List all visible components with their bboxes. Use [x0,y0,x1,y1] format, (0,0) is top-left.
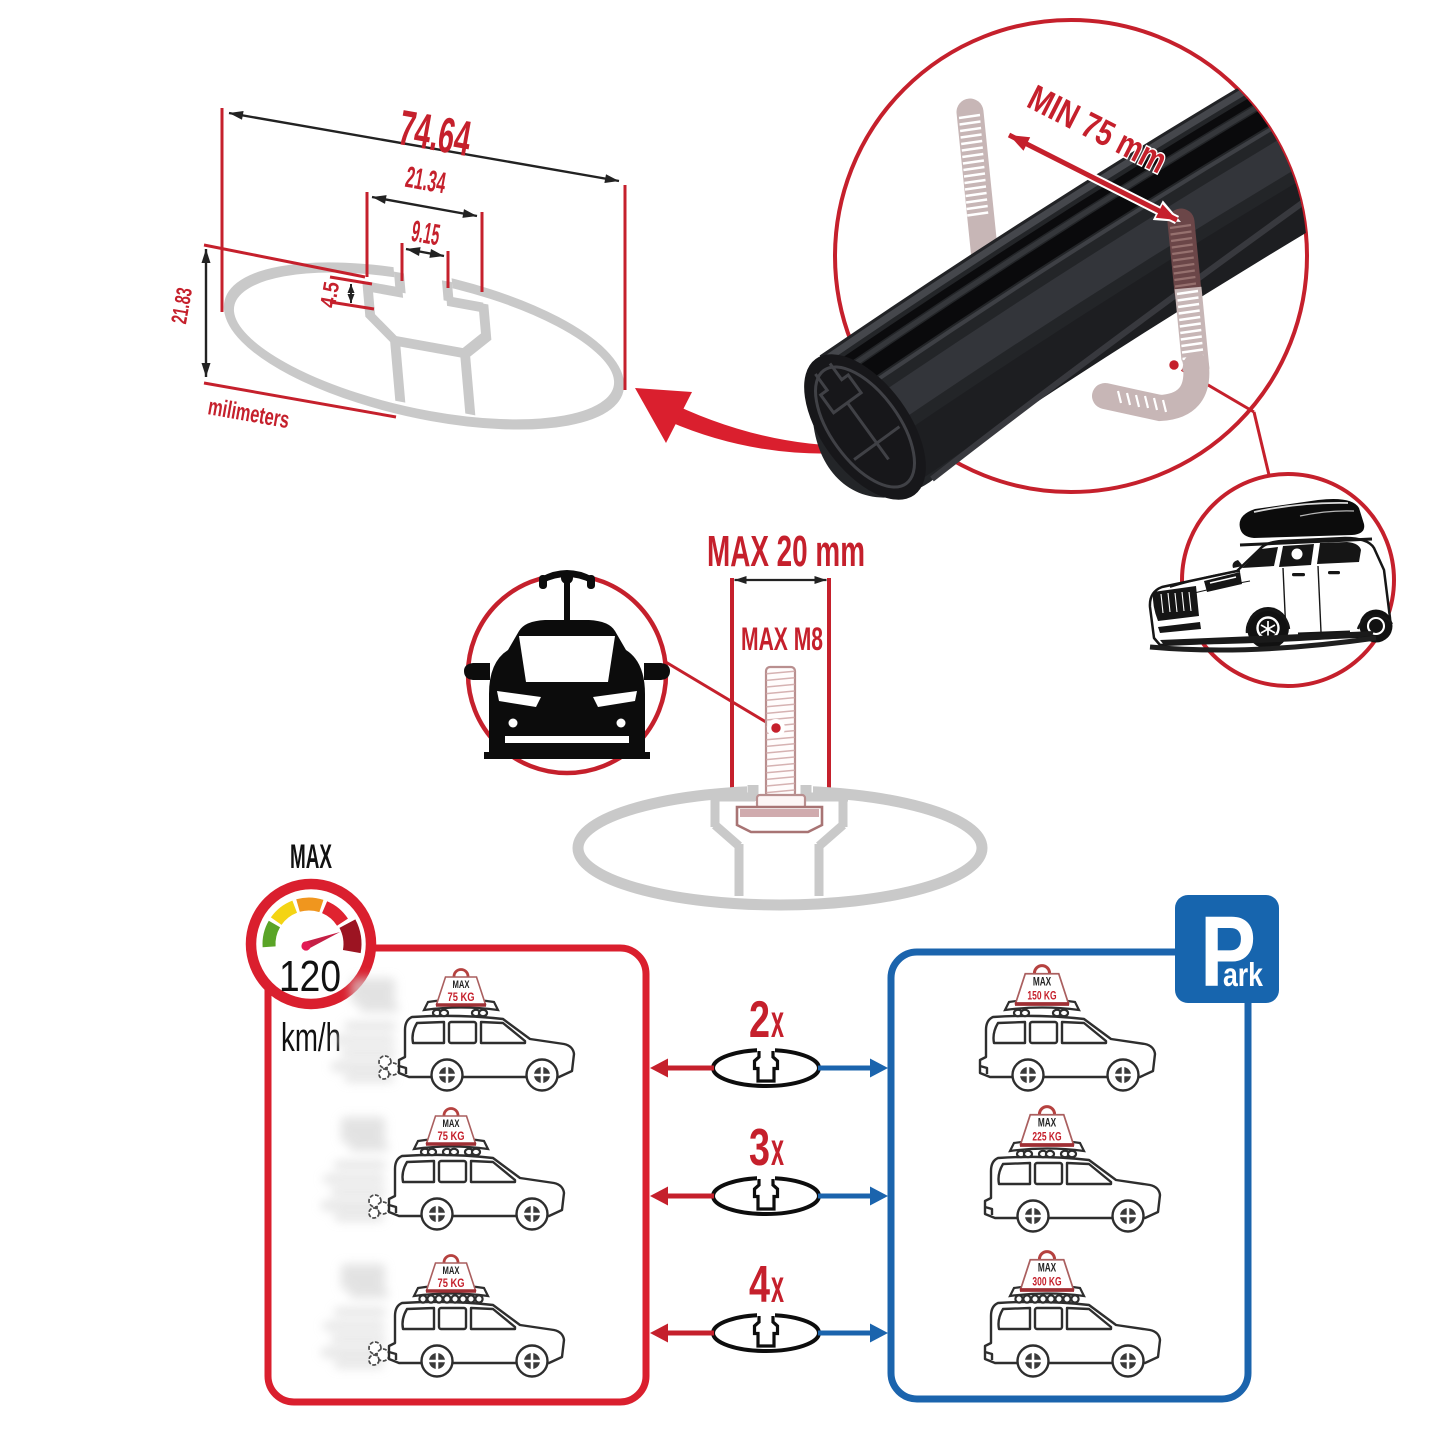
svg-text:MAX: MAX [1038,1116,1056,1130]
svg-text:MAX: MAX [1038,1261,1056,1275]
svg-text:4.5: 4.5 [315,280,344,310]
svg-text:75 KG: 75 KG [448,992,475,1004]
svg-text:MAX: MAX [443,1265,460,1277]
svg-text:21.83: 21.83 [166,286,197,326]
svg-text:x: x [771,995,784,1047]
svg-text:MAX: MAX [443,1118,460,1130]
svg-text:P: P [1200,896,1256,1008]
svg-text:150 KG: 150 KG [1027,989,1056,1003]
svg-text:MAX: MAX [290,838,332,876]
svg-text:9.15: 9.15 [409,215,442,252]
svg-text:21.34: 21.34 [403,161,448,200]
svg-text:km/h: km/h [281,1016,341,1060]
svg-text:MAX: MAX [453,979,470,991]
svg-text:225 KG: 225 KG [1032,1130,1061,1144]
svg-text:x: x [771,1260,784,1312]
svg-text:120: 120 [279,952,341,1001]
svg-text:MAX M8: MAX M8 [741,621,823,657]
svg-text:MAX: MAX [1033,975,1051,989]
svg-text:300 KG: 300 KG [1032,1275,1061,1289]
svg-text:75 KG: 75 KG [438,1278,465,1290]
svg-text:4: 4 [749,1256,770,1314]
svg-text:74.64: 74.64 [395,99,476,167]
svg-text:75 KG: 75 KG [438,1131,465,1143]
svg-text:MAX 20 mm: MAX 20 mm [707,527,865,576]
svg-text:ark: ark [1223,956,1264,993]
svg-text:x: x [771,1123,784,1175]
svg-text:2: 2 [749,991,770,1049]
svg-text:3: 3 [749,1119,770,1177]
